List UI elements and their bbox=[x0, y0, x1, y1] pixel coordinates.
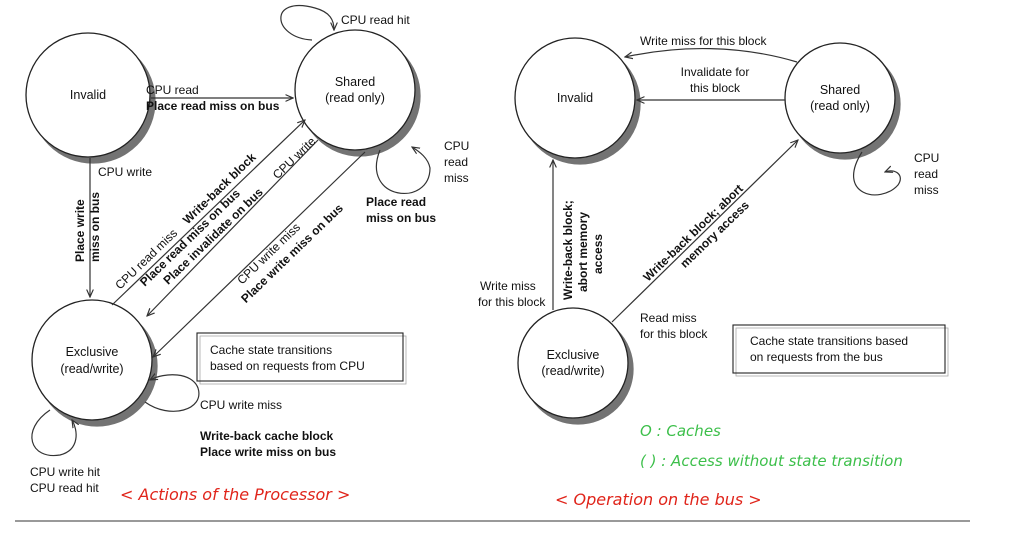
annotation-operation: < Operation on the bus > bbox=[555, 490, 762, 509]
svg-text:Read miss: Read miss bbox=[640, 311, 697, 325]
label-write-back-abort-diag: Write-back block; abort memory access bbox=[640, 182, 752, 285]
svg-text:CPU: CPU bbox=[914, 151, 939, 165]
svg-text:CPU write miss: CPU write miss bbox=[200, 398, 282, 412]
label-write-miss-left: Write miss for this block bbox=[478, 279, 546, 309]
svg-text:for this block: for this block bbox=[478, 295, 546, 309]
svg-text:Exclusive: Exclusive bbox=[547, 348, 600, 362]
svg-text:Exclusive: Exclusive bbox=[66, 345, 119, 359]
svg-text:(read only): (read only) bbox=[325, 91, 385, 105]
state-shared-right: Shared (read only) bbox=[784, 42, 896, 154]
svg-text:Place write: Place write bbox=[73, 199, 87, 262]
annotation-caches: O : Caches bbox=[640, 422, 721, 440]
annotation-access: ( ) : Access without state transition bbox=[640, 452, 903, 470]
svg-text:Invalidate for: Invalidate for bbox=[681, 65, 750, 79]
state-exclusive-right: Exclusive (read/write) bbox=[517, 307, 629, 419]
state-invalid-right: Invalid bbox=[514, 37, 636, 159]
annotation-processor: < Actions of the Processor > bbox=[120, 485, 350, 504]
caption-cpu: Cache state transitions based on request… bbox=[196, 332, 407, 385]
svg-text:read: read bbox=[444, 155, 468, 169]
arrow-shared-exclusive-2 bbox=[153, 151, 366, 357]
svg-text:(read/write): (read/write) bbox=[541, 364, 604, 378]
right-arrows bbox=[553, 47, 901, 323]
svg-text:Invalid: Invalid bbox=[70, 88, 106, 102]
svg-text:CPU write hit: CPU write hit bbox=[30, 465, 101, 479]
left-arrows bbox=[31, 5, 431, 457]
label-diag-left-group: CPU read miss Write-back block Place rea… bbox=[112, 134, 319, 292]
svg-text:miss on bus: miss on bus bbox=[366, 211, 436, 225]
label-shared-loop: CPU read miss Place read miss on bus bbox=[366, 139, 469, 225]
svg-text:this block: this block bbox=[690, 81, 741, 95]
svg-text:Place read: Place read bbox=[366, 195, 426, 209]
svg-text:Cache state transitions based: Cache state transitions based bbox=[750, 334, 908, 348]
svg-text:Write-back block;: Write-back block; bbox=[561, 200, 575, 300]
arrow-shared-invalid-top bbox=[625, 47, 798, 63]
svg-text:Place write miss on bus: Place write miss on bus bbox=[200, 445, 336, 459]
arrow-exclusive-shared-right bbox=[611, 140, 798, 323]
svg-text:Write miss: Write miss bbox=[480, 279, 536, 293]
arrow-shared-readhit bbox=[280, 5, 334, 41]
label-cpu-read-hit: CPU read hit bbox=[341, 13, 410, 27]
label-place-write-miss-vert: Place write miss on bus bbox=[73, 192, 102, 262]
svg-text:miss: miss bbox=[444, 171, 469, 185]
right-diagram: Invalid Shared (read only) Exclusive (re… bbox=[478, 34, 949, 509]
left-diagram: Invalid Shared (read only) Exclusive (re… bbox=[25, 5, 469, 504]
label-invalidate: Invalidate for this block bbox=[681, 65, 750, 95]
svg-text:Write-back block; abort: Write-back block; abort bbox=[640, 182, 745, 285]
svg-text:CPU write: CPU write bbox=[270, 134, 319, 182]
label-write-miss-top: Write miss for this block bbox=[640, 34, 767, 48]
svg-text:abort memory: abort memory bbox=[576, 212, 590, 292]
svg-text:(read only): (read only) bbox=[810, 99, 870, 113]
svg-text:Place read miss on bus: Place read miss on bus bbox=[137, 186, 243, 289]
label-read-miss: Read miss for this block bbox=[640, 311, 708, 341]
svg-text:for this block: for this block bbox=[640, 327, 708, 341]
svg-text:Invalid: Invalid bbox=[557, 91, 593, 105]
label-write-back-abort-vert: Write-back block; abort memory access bbox=[561, 200, 605, 300]
svg-text:(read/write): (read/write) bbox=[60, 362, 123, 376]
label-place-read-miss: Place read miss on bus bbox=[146, 99, 280, 113]
label-cpu-read: CPU read bbox=[146, 83, 199, 97]
label-exclusive-hit: CPU write hit CPU read hit bbox=[30, 465, 101, 495]
label-cpu-read-miss-right: CPU read miss bbox=[914, 151, 939, 197]
svg-text:on requests from the bus: on requests from the bus bbox=[750, 350, 883, 364]
svg-text:based on requests from CPU: based on requests from CPU bbox=[210, 359, 365, 373]
svg-text:Shared: Shared bbox=[820, 83, 860, 97]
label-cpu-write: CPU write bbox=[98, 165, 152, 179]
state-invalid: Invalid bbox=[25, 32, 151, 158]
arrow-shared-exclusive-1 bbox=[147, 139, 319, 316]
svg-text:read: read bbox=[914, 167, 938, 181]
arrow-exclusive-shared bbox=[111, 120, 305, 306]
svg-text:miss: miss bbox=[914, 183, 939, 197]
caption-bus: Cache state transitions based on request… bbox=[732, 324, 949, 377]
svg-text:Write-back cache block: Write-back cache block bbox=[200, 429, 333, 443]
state-exclusive: Exclusive (read/write) bbox=[31, 299, 153, 421]
svg-text:CPU: CPU bbox=[444, 139, 469, 153]
svg-text:CPU read hit: CPU read hit bbox=[30, 481, 99, 495]
svg-text:miss on bus: miss on bus bbox=[88, 192, 102, 262]
svg-text:Place write miss on bus: Place write miss on bus bbox=[238, 201, 346, 306]
svg-text:Cache state transitions: Cache state transitions bbox=[210, 343, 332, 357]
arrow-exclusive-self bbox=[144, 375, 200, 412]
label-exclusive-self: CPU write miss Write-back cache block Pl… bbox=[200, 398, 336, 459]
arrow-shared-loop bbox=[375, 147, 431, 194]
svg-text:access: access bbox=[591, 234, 605, 274]
arrow-exclusive-hitloop bbox=[31, 409, 76, 457]
arrow-shared-loop-right bbox=[853, 151, 901, 196]
state-shared: Shared (read only) bbox=[294, 29, 416, 151]
svg-text:Shared: Shared bbox=[335, 75, 375, 89]
